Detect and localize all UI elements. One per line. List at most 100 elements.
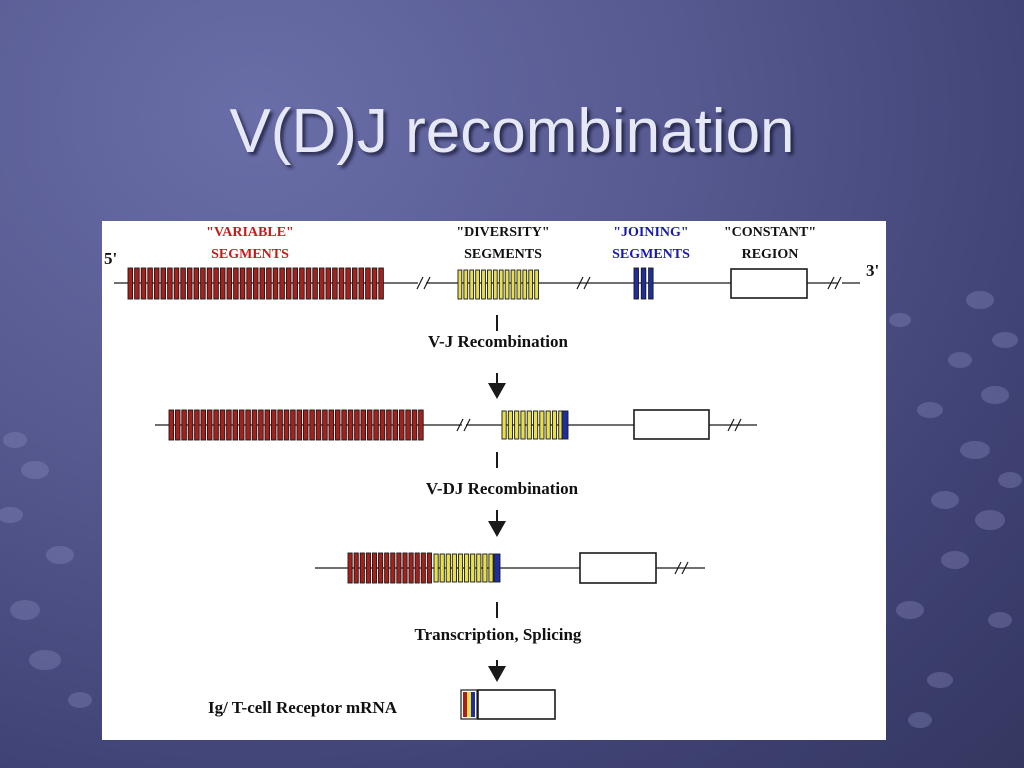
variable-segment bbox=[285, 267, 292, 300]
diversity-segment bbox=[510, 269, 516, 300]
diversity-segment bbox=[439, 553, 445, 583]
variable-segment bbox=[160, 267, 167, 300]
diversity-segment bbox=[492, 269, 498, 300]
variable-segment bbox=[245, 409, 251, 441]
variable-segment bbox=[345, 267, 351, 300]
variable-segment bbox=[193, 267, 200, 300]
variable-segment bbox=[246, 267, 252, 300]
mrna-variable-part bbox=[463, 692, 467, 717]
diversity-segment bbox=[433, 553, 439, 583]
variable-segment bbox=[365, 267, 371, 300]
diversity-segment bbox=[482, 553, 488, 583]
variable-segment bbox=[371, 552, 378, 584]
variable-segment bbox=[296, 409, 303, 441]
variable-segment bbox=[392, 409, 399, 441]
diversity-segment bbox=[498, 269, 504, 300]
variable-segment bbox=[334, 409, 341, 441]
break-mark bbox=[827, 276, 835, 290]
variable-segment bbox=[359, 552, 365, 584]
mrna-joining-part bbox=[471, 692, 475, 717]
joining-label-line1: "JOINING" bbox=[613, 225, 688, 240]
variable-segment bbox=[402, 552, 408, 584]
variable-segment bbox=[398, 409, 405, 441]
diversity-segment bbox=[533, 410, 539, 440]
diversity-segment bbox=[545, 410, 551, 440]
variable-segment bbox=[187, 409, 194, 441]
break-mark bbox=[416, 276, 424, 290]
step-label-vdj: V-DJ Recombination bbox=[426, 479, 579, 498]
variable-segment bbox=[264, 409, 271, 441]
variable-segment bbox=[315, 409, 322, 441]
variable-segment bbox=[378, 552, 384, 584]
constant-region-box bbox=[579, 552, 657, 584]
variable-segment bbox=[378, 267, 384, 300]
diversity-segment bbox=[475, 269, 480, 300]
diversity-segment bbox=[520, 410, 526, 440]
constant-label-line1: "CONSTANT" bbox=[724, 225, 816, 240]
variable-segment bbox=[134, 267, 140, 300]
diagram-panel: "VARIABLE" SEGMENTS "DIVERSITY" SEGMENTS… bbox=[102, 221, 886, 740]
diversity-segment bbox=[487, 269, 492, 300]
variable-segment bbox=[277, 409, 283, 441]
break-mark bbox=[734, 418, 742, 432]
variable-segment bbox=[266, 267, 272, 300]
variable-label-line1: "VARIABLE" bbox=[206, 225, 294, 240]
diversity-segment bbox=[470, 553, 476, 583]
joining-segment bbox=[493, 553, 501, 583]
variable-segment bbox=[292, 267, 299, 300]
variable-segment bbox=[390, 552, 396, 584]
arrow-head bbox=[488, 383, 506, 399]
variable-segment bbox=[373, 409, 379, 441]
variable-segment bbox=[365, 552, 371, 584]
variable-segment bbox=[290, 409, 296, 441]
diversity-segment bbox=[514, 410, 520, 440]
variable-segment bbox=[426, 552, 432, 584]
diversity-segment bbox=[463, 269, 469, 300]
variable-segment bbox=[302, 409, 309, 441]
constant-region-box bbox=[633, 409, 710, 440]
diversity-segment bbox=[488, 553, 494, 583]
variable-segment bbox=[347, 409, 354, 441]
constant-label-line2: REGION bbox=[742, 247, 799, 262]
variable-segment bbox=[219, 409, 226, 441]
variable-segment bbox=[318, 267, 325, 300]
variable-segment bbox=[213, 267, 219, 300]
diversity-segment bbox=[504, 269, 510, 300]
variable-segment bbox=[258, 409, 264, 441]
variable-segment bbox=[396, 552, 402, 584]
break-mark bbox=[576, 276, 584, 290]
break-mark bbox=[834, 276, 842, 290]
variable-segment bbox=[325, 267, 332, 300]
variable-segment bbox=[168, 409, 175, 441]
diversity-segment bbox=[451, 553, 457, 583]
recombination-diagram: "VARIABLE" SEGMENTS "DIVERSITY" SEGMENTS… bbox=[104, 225, 879, 720]
diversity-segment bbox=[539, 410, 545, 440]
variable-segment bbox=[332, 267, 338, 300]
diversity-segment bbox=[464, 553, 470, 583]
variable-segment bbox=[252, 267, 259, 300]
variable-segment bbox=[386, 409, 392, 441]
break-mark bbox=[456, 418, 464, 432]
variable-segment bbox=[213, 409, 219, 441]
five-prime-label: 5' bbox=[104, 249, 117, 268]
variable-segment bbox=[384, 552, 390, 584]
break-mark bbox=[423, 276, 431, 290]
variable-label-line2: SEGMENTS bbox=[211, 247, 289, 262]
variable-segment bbox=[420, 552, 426, 584]
variable-segment bbox=[347, 552, 353, 584]
variable-segment bbox=[351, 267, 358, 300]
arrow-head bbox=[488, 666, 506, 682]
variable-segment bbox=[239, 267, 246, 300]
step-label-transcription: Transcription, Splicing bbox=[415, 625, 582, 644]
variable-segment bbox=[379, 409, 386, 441]
joining-segment bbox=[561, 410, 569, 440]
variable-segment bbox=[181, 409, 187, 441]
diversity-segment bbox=[445, 553, 451, 583]
variable-segment bbox=[353, 552, 359, 584]
variable-segment bbox=[219, 267, 226, 300]
break-mark bbox=[674, 561, 682, 575]
mrna-label: Ig/ T-cell Receptor mRNA bbox=[208, 698, 398, 717]
step-label-vj: V-J Recombination bbox=[428, 332, 568, 351]
diagram-geometry bbox=[114, 267, 860, 720]
